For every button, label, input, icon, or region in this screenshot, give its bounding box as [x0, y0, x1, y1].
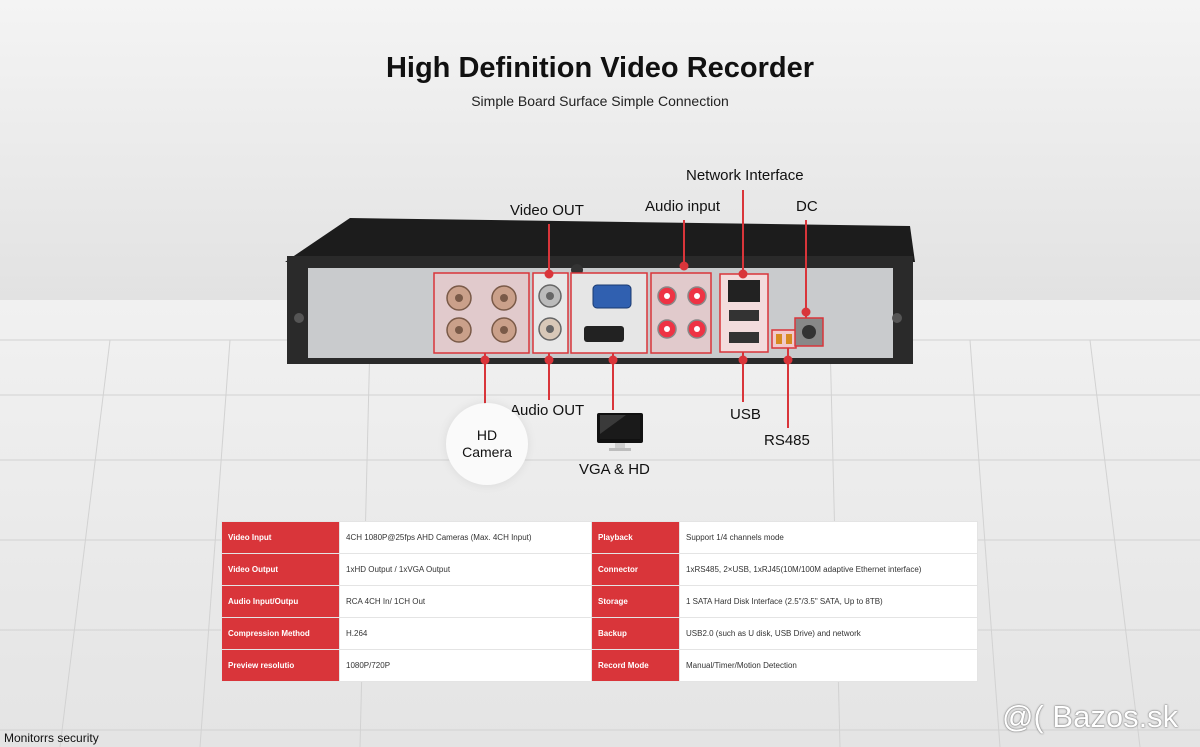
spec-key: Audio Input/Outpu [221, 585, 340, 618]
label-audio-input: Audio input [645, 198, 721, 215]
hd-camera-badge: HD Camera [446, 403, 528, 485]
spec-key: Backup [591, 617, 680, 650]
spec-key: Video Output [221, 553, 340, 586]
spec-value: 1xHD Output / 1xVGA Output [339, 553, 592, 586]
spec-key: Playback [591, 521, 680, 554]
spec-key: Connector [591, 553, 680, 586]
vga-port-icon [592, 284, 632, 309]
spec-key: Video Input [221, 521, 340, 554]
monitor-icon [597, 413, 643, 451]
label-vga-hd: VGA & HD [579, 461, 650, 478]
spec-value: 4CH 1080P@25fps AHD Cameras (Max. 4CH In… [339, 521, 592, 554]
spec-value: 1080P/720P [339, 649, 592, 682]
spec-value: USB2.0 (such as U disk, USB Drive) and n… [679, 617, 978, 650]
spec-key: Preview resolutio [221, 649, 340, 682]
rs485-terminal-icon [771, 329, 797, 349]
label-usb: USB [730, 406, 761, 423]
spec-value: H.264 [339, 617, 592, 650]
usb-port-icon [729, 332, 759, 343]
spec-key: Record Mode [591, 649, 680, 682]
screw-icon [892, 313, 902, 323]
table-row: Preview resolutio 1080P/720P Record Mode… [221, 649, 978, 682]
spec-value: RCA 4CH In/ 1CH Out [339, 585, 592, 618]
table-row: Audio Input/Outpu RCA 4CH In/ 1CH Out St… [221, 585, 978, 618]
table-row: Compression Method H.264 Backup USB2.0 (… [221, 617, 978, 650]
spec-value: 1xRS485, 2×USB, 1xRJ45(10M/100M adaptive… [679, 553, 978, 586]
spec-table: Video Input 4CH 1080P@25fps AHD Cameras … [221, 521, 978, 682]
footer-caption: Monitorrs security [4, 731, 99, 745]
page-title: High Definition Video Recorder [385, 52, 815, 84]
site-watermark: @( Bazos.sk [1002, 699, 1179, 734]
hd-camera-line2: Camera [462, 444, 512, 460]
spec-value: 1 SATA Hard Disk Interface (2.5"/3.5" SA… [679, 585, 978, 618]
screw-icon [294, 313, 304, 323]
table-row: Video Output 1xHD Output / 1xVGA Output … [221, 553, 978, 586]
audio-input-group [650, 272, 712, 354]
usb-port-icon [729, 310, 759, 321]
label-video-out: Video OUT [510, 202, 584, 219]
table-row: Video Input 4CH 1080P@25fps AHD Cameras … [221, 521, 978, 554]
label-rs485: RS485 [764, 432, 810, 449]
rj45-port-icon [728, 280, 760, 302]
label-audio-out: Audio OUT [510, 402, 585, 419]
label-dc: DC [796, 198, 818, 215]
hd-camera-line1: HD [476, 427, 498, 443]
page-subtitle: Simple Board Surface Simple Connection [471, 93, 729, 109]
bnc-input-group [433, 272, 530, 354]
spec-key: Compression Method [221, 617, 340, 650]
dvr-top-cover [285, 218, 915, 262]
floor-planks [0, 339, 1200, 747]
spec-value: Support 1/4 channels mode [679, 521, 978, 554]
hdmi-port-icon [584, 326, 624, 342]
label-network-interface: Network Interface [686, 167, 804, 184]
spec-key: Storage [591, 585, 680, 618]
spec-value: Manual/Timer/Motion Detection [679, 649, 978, 682]
